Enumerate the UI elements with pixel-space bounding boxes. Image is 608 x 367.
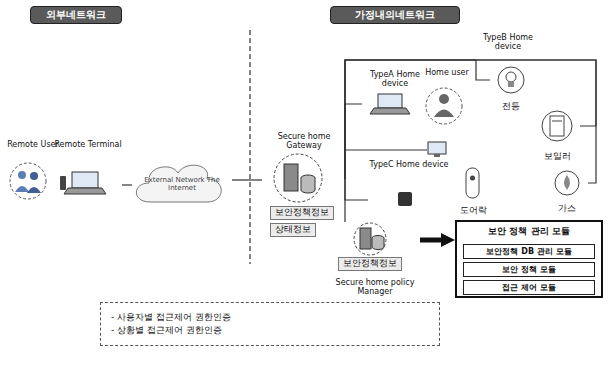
remote-terminal: Remote Terminal: [54, 140, 122, 202]
info-box: 보안정책정보: [270, 206, 334, 220]
section-banner: 외부네트워크: [30, 6, 122, 24]
home-device: 가스: [546, 168, 588, 214]
node-text: Secure home policy Manager: [330, 278, 420, 296]
node-text: Remote User: [7, 140, 59, 149]
node-text: 보일러: [544, 152, 571, 162]
monitor-icon: [345, 142, 446, 157]
home-gateway: Secure home Gateway: [262, 132, 346, 204]
module-box: 보안 정책 관리 모듈보안정책 DB 관리 모듈보안 정책 모듈접근 제어 모듈: [455, 220, 603, 298]
node-text: 가정내의네트워크: [355, 9, 435, 21]
home-device: 전등: [490, 64, 532, 112]
internet-cloud: External Network The Internet: [132, 160, 232, 208]
node-text: 보안정책정보: [275, 208, 329, 218]
info-box: 상태정보: [270, 223, 316, 237]
node-text: 접근 제어 모듈: [502, 283, 556, 292]
laptop-icon: [370, 94, 410, 114]
network-line: [345, 60, 596, 183]
node-text: TypeC Home device: [370, 160, 449, 169]
policy-server-icon: [354, 223, 386, 255]
sub-module-box: 보안 정책 모듈: [463, 262, 595, 277]
network-divider: [249, 30, 250, 264]
node-text: 보안정책정보: [343, 259, 397, 269]
sub-module-box: 접근 제어 모듈: [463, 280, 595, 295]
node-text: 보안정책 DB 관리 모듈: [486, 247, 571, 256]
home-device: 보일러: [535, 106, 580, 162]
node-text: 도어락: [460, 206, 487, 216]
network-line: [345, 104, 362, 178]
gas-icon: [555, 171, 579, 195]
note-box: - 사용자별 접근제어 권한인증- 상황별 접근제어 권한인증: [100, 302, 440, 346]
home-user: Home user: [420, 68, 474, 126]
home-device: TypeC Home device: [368, 160, 450, 212]
node-text: TypeA Home device: [362, 70, 428, 88]
node-text: 가스: [558, 204, 576, 214]
boiler-icon: [542, 111, 572, 141]
device-group-label: TypeB Home device: [478, 33, 538, 51]
network-line: [122, 184, 132, 185]
home-device: 도어락: [455, 166, 492, 216]
arrow-connector: [420, 238, 441, 243]
sub-module-box: 보안정책 DB 관리 모듈: [463, 244, 595, 259]
node-text: Home user: [425, 68, 469, 77]
gateway-server-icon: [274, 154, 322, 202]
network-line: [345, 178, 368, 200]
section-banner: 가정내의네트워크: [330, 6, 460, 24]
remote-terminal-icon: [60, 172, 106, 194]
remote-user: Remote User: [4, 140, 62, 202]
node-text: 상태정보: [275, 225, 311, 235]
info-box: 보안정책정보: [338, 257, 402, 271]
node-text: 보안 정책 관리 모듈: [488, 226, 569, 236]
lamp-icon: [498, 67, 524, 93]
network-line: [345, 178, 346, 222]
remote-user-icon: [10, 163, 46, 199]
network-line: [232, 179, 262, 180]
door-lock-icon: [466, 168, 479, 198]
node-text: Secure home Gateway: [262, 132, 346, 150]
node-text: 전등: [502, 102, 520, 112]
node-text: Remote Terminal: [54, 140, 121, 149]
home-device: TypeA Home device: [362, 70, 428, 120]
node-text: - 사용자별 접근제어 권한인증: [111, 311, 231, 325]
node-text: 보안 정책 모듈: [502, 265, 556, 274]
node-text: External Network The Internet: [132, 176, 232, 192]
home-user-icon: [426, 88, 462, 124]
node-text: - 상황별 접근제어 권한인증: [111, 324, 222, 338]
node-text: 외부네트워크: [46, 9, 106, 21]
network-line: [345, 60, 596, 178]
network-line: [345, 60, 490, 178]
typec-device-icon: [398, 192, 412, 206]
